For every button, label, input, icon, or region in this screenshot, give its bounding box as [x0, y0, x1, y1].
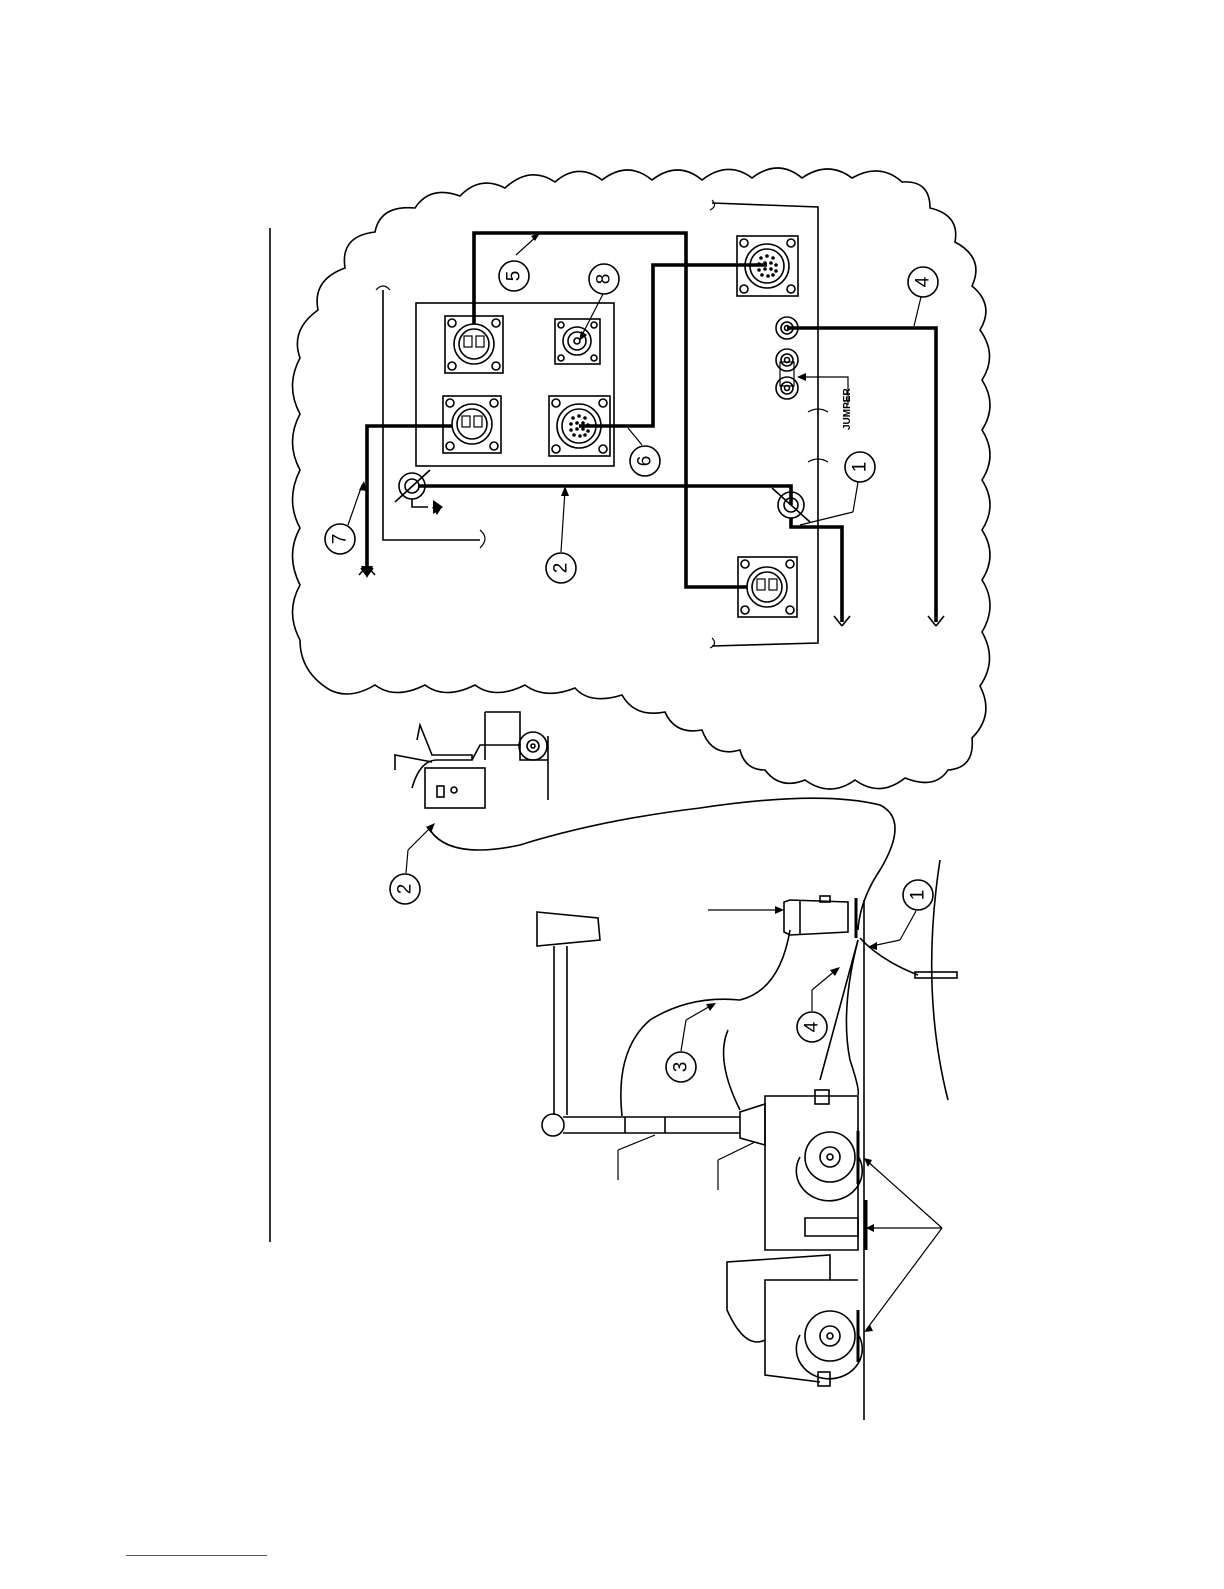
- small-connector-8: [555, 319, 600, 364]
- cable-wires: [359, 233, 944, 626]
- jumper-callout: JUMPER: [797, 373, 853, 430]
- cable-3b-field: [724, 1030, 740, 1110]
- svg-text:2: 2: [395, 884, 416, 895]
- svg-text:1: 1: [908, 890, 929, 901]
- cable-2-wire: [418, 486, 791, 505]
- callout-5: 5: [499, 233, 540, 291]
- cable-4-run: [820, 940, 858, 1080]
- callout-1-field: 1: [868, 880, 933, 950]
- portable-generator: [395, 712, 548, 808]
- vehicle-with-mast: [537, 900, 942, 1420]
- ground-lug-panel: [395, 470, 443, 515]
- footer-link-underline[interactable]: [126, 1555, 267, 1556]
- callout-2-detail: 2: [546, 486, 576, 583]
- callout-7: 7: [325, 481, 367, 554]
- svg-text:5: 5: [504, 271, 525, 282]
- svg-text:7: 7: [330, 534, 351, 545]
- svg-text:3: 3: [671, 1062, 692, 1073]
- receptacle-top-left: [445, 316, 503, 373]
- callout-3-field: 3: [666, 1003, 716, 1082]
- cable-1-wire: [791, 518, 842, 622]
- cable-3-field: [621, 930, 790, 1116]
- svg-text:6: 6: [635, 456, 656, 467]
- svg-text:1: 1: [850, 462, 871, 473]
- svg-text:4: 4: [802, 1021, 823, 1032]
- callout-6: 6: [628, 428, 660, 476]
- callout-4-detail: 4: [908, 267, 938, 326]
- svg-text:2: 2: [551, 563, 572, 574]
- callout-2-field: 2: [390, 823, 435, 904]
- detail-cloud: [293, 168, 991, 789]
- callout-1-detail: 1: [800, 452, 875, 525]
- jumper-label: JUMPER: [842, 388, 853, 430]
- svg-text:4: 4: [913, 276, 934, 287]
- cable-2-field: [430, 798, 895, 930]
- svg-text:8: 8: [594, 274, 615, 285]
